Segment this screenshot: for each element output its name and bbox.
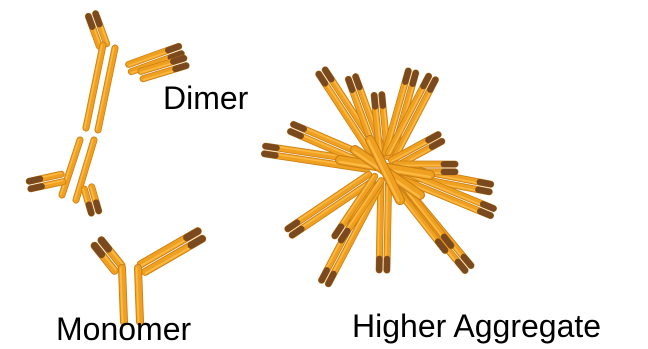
agg-spoke-11-a: [386, 183, 389, 270]
agg-spoke-17-a: [396, 164, 456, 165]
monomer-label: Monomer: [56, 313, 191, 345]
higher-aggregate-cluster: [264, 69, 493, 284]
dimer-label: Dimer: [163, 82, 248, 114]
monomer-antibody: [95, 231, 203, 322]
higher-aggregate-label: Higher Aggregate: [352, 310, 601, 342]
